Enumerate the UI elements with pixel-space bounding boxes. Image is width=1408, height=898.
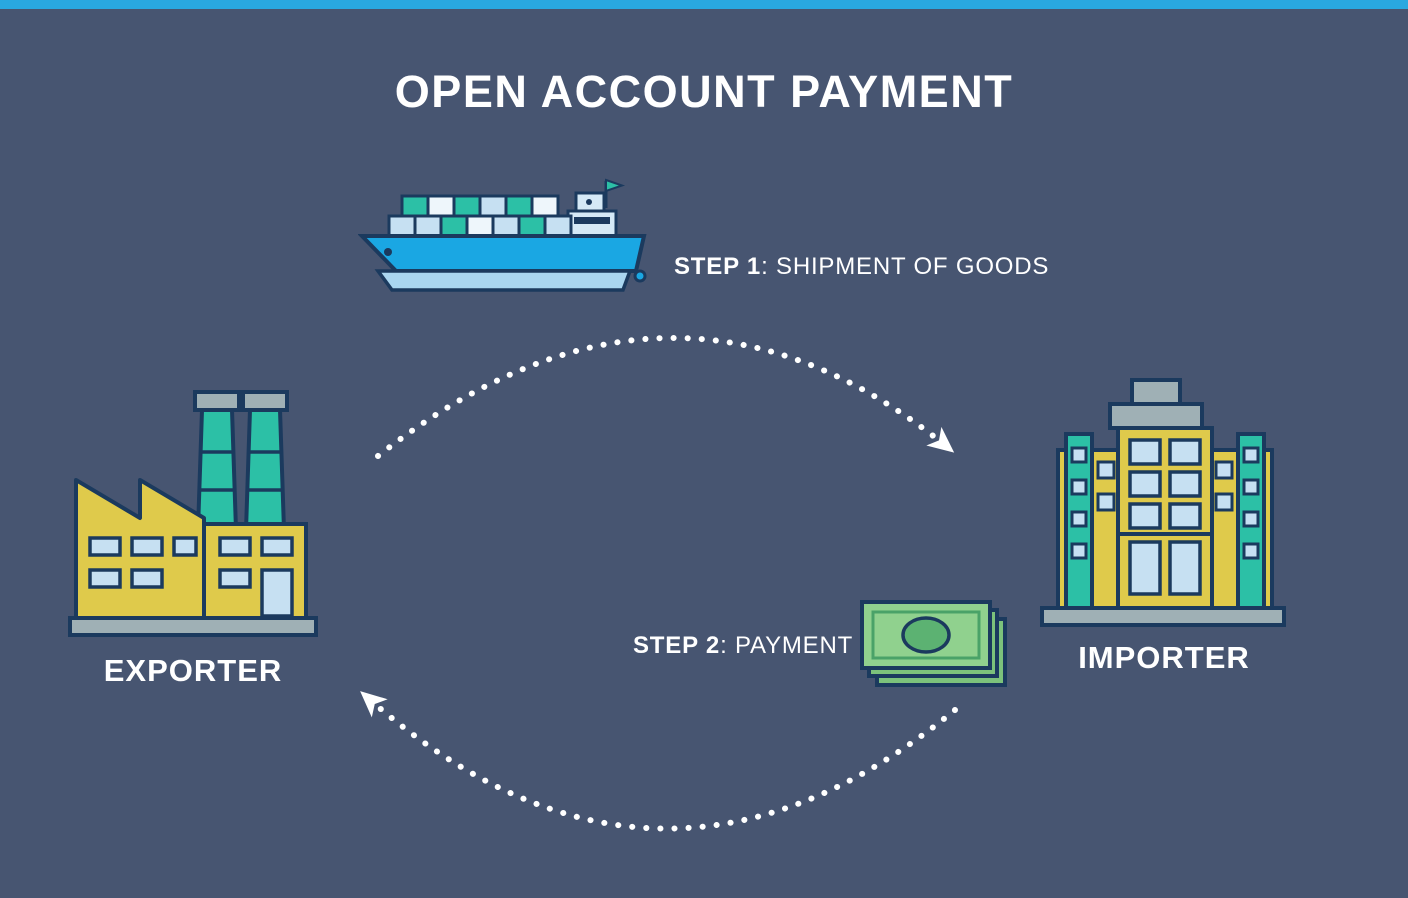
- step2-caption: STEP 2: PAYMENT: [633, 632, 853, 660]
- top-accent-bar: [0, 0, 1408, 9]
- building-roof-blocks: [1108, 378, 1204, 430]
- step2-label: STEP 2: [633, 632, 721, 659]
- factory-chimneys: [193, 390, 289, 532]
- factory-base: [68, 616, 318, 637]
- factory-windows: [88, 536, 294, 618]
- banknote-inner-border: [871, 610, 981, 660]
- step1-label: STEP 1: [674, 253, 762, 280]
- exporter-label: EXPORTER: [103, 653, 283, 688]
- factory-door: [260, 568, 294, 618]
- office-building-icon: [1038, 376, 1288, 636]
- banknote-oval: [901, 616, 951, 654]
- building-wing-windows: [1070, 446, 1260, 560]
- building-tower: [1116, 426, 1214, 610]
- step1-caption: STEP 1: SHIPMENT OF GOODS: [674, 253, 1049, 281]
- ship-bridge: [566, 191, 618, 238]
- payment-flow-arrow: [360, 691, 958, 832]
- cargo-ship-icon: [357, 176, 648, 316]
- step1-text: : SHIPMENT OF GOODS: [761, 253, 1050, 280]
- ship-hull: [357, 234, 647, 292]
- importer-label: IMPORTER: [1078, 640, 1250, 675]
- building-base: [1040, 606, 1286, 627]
- shipment-flow-arrow: [375, 335, 955, 459]
- banknotes-icon: [860, 600, 1010, 697]
- step2-text: : PAYMENT: [720, 632, 854, 659]
- factory-icon: [68, 388, 318, 648]
- ship-mast-flag: [604, 178, 626, 208]
- building-tower-windows: [1128, 438, 1202, 596]
- page-title: OPEN ACCOUNT PAYMENT: [394, 66, 1014, 117]
- ship-containers: [387, 194, 573, 238]
